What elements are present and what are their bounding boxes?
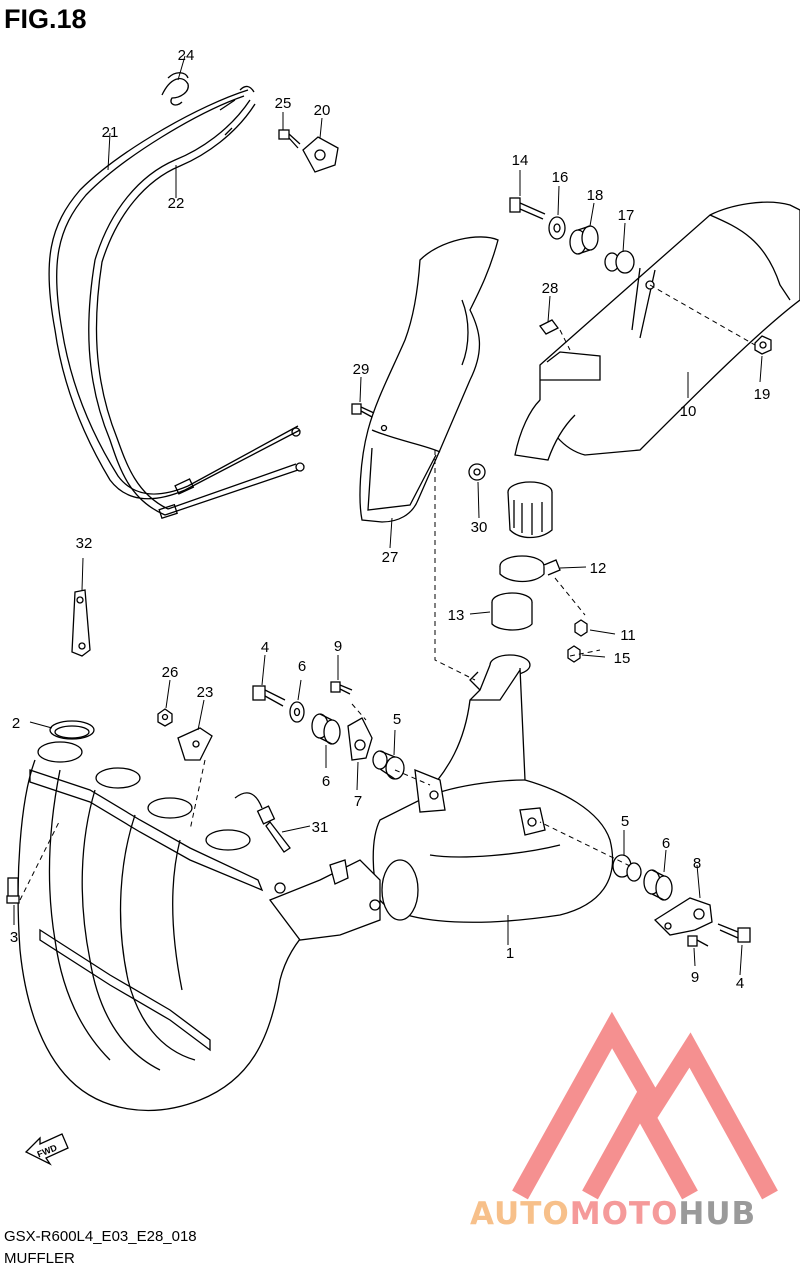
watermark-auto: AUTO (470, 1196, 570, 1232)
callout-19: 19 (754, 386, 771, 403)
damper-20 (302, 136, 339, 173)
bolt-15 (567, 645, 581, 663)
callout-22: 22 (168, 195, 185, 212)
figure-caption: MUFFLER (4, 1250, 75, 1267)
sensor-31 (234, 792, 291, 853)
exhaust-header-pipes (17, 741, 419, 1111)
bolt-4-right (717, 923, 751, 943)
bolt-9-right (687, 935, 709, 947)
callout-9-left: 9 (334, 638, 342, 655)
bolt-25 (278, 129, 301, 149)
callout-14: 14 (512, 152, 529, 169)
nut-26 (157, 708, 173, 727)
bolt-14 (509, 197, 546, 220)
washer-6-left (289, 701, 305, 723)
clip-28 (539, 319, 559, 335)
callout-17: 17 (618, 207, 635, 224)
callout-21: 21 (102, 124, 119, 141)
muffler-body-1 (372, 654, 614, 923)
callout-5-left: 5 (393, 711, 401, 728)
fwd-arrow-icon: FWD (24, 1133, 69, 1166)
watermark-text: AUTOMOTOHUB (470, 1196, 756, 1232)
callout-8: 8 (693, 855, 701, 872)
washer-16 (548, 216, 566, 240)
figure-code: GSX-R600L4_E03_E28_018 (4, 1228, 197, 1245)
grommet-18 (569, 225, 599, 255)
heat-shield-27 (359, 236, 499, 523)
bolt-9-left (330, 681, 353, 695)
callout-18: 18 (587, 187, 604, 204)
callout-32: 32 (76, 535, 93, 552)
callout-5-right: 5 (621, 813, 629, 830)
callout-3: 3 (10, 929, 18, 946)
callout-28: 28 (542, 280, 559, 297)
assembly-dashed-lines (19, 284, 756, 901)
callout-16: 16 (552, 169, 569, 186)
figure-title: FIG.18 (4, 4, 87, 34)
gasket-2 (49, 720, 95, 740)
clip-24 (161, 72, 189, 106)
bracket-32 (71, 589, 91, 657)
callout-leader-lines (13, 55, 763, 976)
callout-4-left: 4 (261, 639, 269, 656)
callout-30: 30 (471, 519, 488, 536)
callout-25: 25 (275, 95, 292, 112)
clamp-12 (499, 555, 561, 583)
watermark-moto: MOTO (569, 1196, 679, 1232)
callout-15: 15 (614, 650, 631, 667)
callout-24: 24 (178, 47, 195, 64)
grommet-6-right (643, 869, 673, 901)
nut-19 (754, 335, 772, 355)
watermark-logo (512, 1011, 778, 1200)
callout-6-left-top: 6 (298, 658, 306, 675)
callout-27: 27 (382, 549, 399, 566)
callout-29: 29 (353, 361, 370, 378)
callout-11: 11 (620, 627, 636, 644)
bolt-11 (574, 619, 588, 637)
callout-numbers: 1 2 3 4 4 5 5 6 6 6 7 8 9 9 10 11 12 13 … (10, 47, 771, 992)
bolt-29 (351, 403, 375, 418)
washer-30 (468, 463, 486, 481)
muffler-10 (507, 201, 800, 539)
collar-17 (604, 250, 635, 274)
callout-9-right: 9 (691, 969, 699, 986)
callout-2: 2 (12, 715, 20, 732)
callout-20: 20 (314, 102, 331, 119)
callout-6-right: 6 (662, 835, 670, 852)
watermark-hub: HUB (678, 1196, 757, 1232)
callout-26: 26 (162, 664, 179, 681)
callout-31: 31 (312, 819, 329, 836)
collar-5-right (612, 854, 642, 882)
bolt-3 (6, 877, 20, 904)
bracket-23 (177, 727, 213, 761)
callout-6-left-bottom: 6 (322, 773, 330, 790)
gasket-13 (491, 592, 533, 631)
callout-12: 12 (590, 560, 607, 577)
bolt-4-left (252, 685, 286, 707)
collar-5-left (372, 750, 405, 780)
cable-21-22 (48, 85, 305, 520)
callout-13: 13 (448, 607, 465, 624)
callout-7: 7 (354, 793, 362, 810)
bracket-8 (653, 897, 713, 936)
callout-1: 1 (506, 945, 514, 962)
callout-4-right: 4 (736, 975, 744, 992)
grommet-6-left (311, 713, 341, 745)
bracket-7 (347, 717, 373, 761)
callout-23: 23 (197, 684, 214, 701)
callout-10: 10 (680, 403, 697, 420)
